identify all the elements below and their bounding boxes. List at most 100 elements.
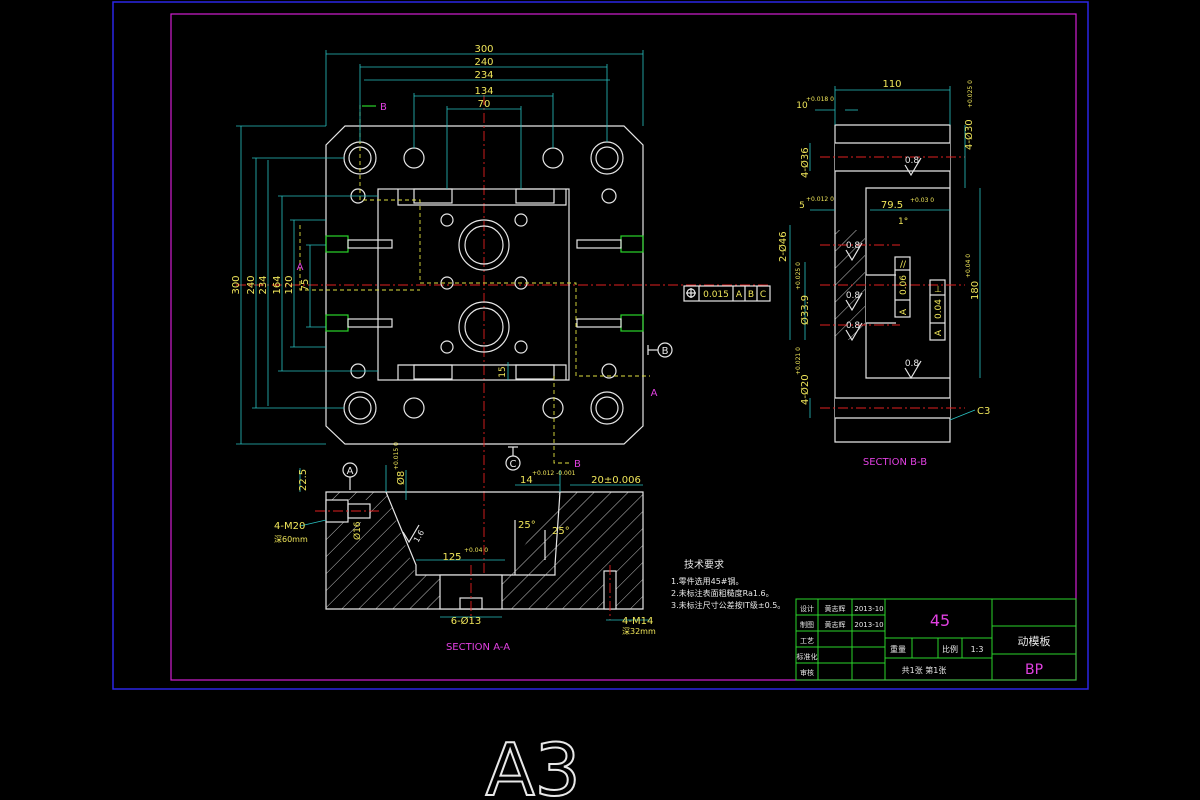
- bb-dim-4phi30: 4-Ø30: [963, 119, 975, 150]
- return-pin-hole: [542, 397, 564, 419]
- bb-angle-1: 1°: [898, 217, 908, 227]
- technical-notes: 技术要求 1.零件选用45#钢。 2.未标注表面粗糙度Ra1.6。 3.未标注尺…: [671, 558, 785, 610]
- dim-240-left: 240: [246, 275, 257, 294]
- ejector-hole: [440, 213, 454, 227]
- aa-dim-20: 20±0.006: [591, 475, 641, 486]
- dim-234-left: 234: [258, 275, 269, 294]
- section-bb-label: SECTION B-B: [863, 457, 927, 468]
- cooling-fitting: [325, 235, 349, 253]
- dim-234-top: 234: [474, 70, 493, 81]
- section-aa-label: SECTION A-A: [446, 642, 510, 653]
- dim-240-top: 240: [474, 57, 493, 68]
- svg-text:0.8: 0.8: [846, 321, 861, 331]
- tb-scale-value: 1:3: [971, 645, 984, 654]
- tb-material: 45: [930, 611, 950, 630]
- aa-dim-225: 22.5: [298, 469, 309, 491]
- return-pin-hole: [542, 147, 564, 169]
- ejector-hole: [514, 340, 528, 354]
- left-dim-lines: [236, 125, 378, 445]
- guide-bushing-hole-inner: [595, 146, 619, 170]
- tb-role-1: 设计: [800, 604, 814, 613]
- bb-dim-10: 10: [796, 101, 808, 111]
- position-datum-c: C: [760, 290, 766, 300]
- position-datum-b: B: [748, 290, 754, 300]
- pocket-step-bottom: [397, 364, 567, 380]
- position-tol-value: 0.015: [703, 290, 729, 300]
- notes-item-1: 1.零件选用45#钢。: [671, 576, 744, 586]
- aa-section-outline: [325, 491, 644, 610]
- aa-section-body: [326, 492, 643, 609]
- section-path-line: [553, 376, 570, 464]
- datum-c-symbol: C: [505, 446, 521, 471]
- svg-text:0.8: 0.8: [905, 359, 920, 369]
- notes-item-2: 2.未标注表面粗糙度Ra1.6。: [671, 588, 774, 598]
- tb-role-3: 工艺: [800, 637, 814, 645]
- sheet-border: [112, 1, 1089, 690]
- position-datum-a: A: [736, 290, 743, 300]
- bb-tol-795: +0.03 0: [910, 197, 934, 204]
- bb-dim-5: 5: [799, 201, 805, 211]
- dim-300-top: 300: [474, 44, 493, 55]
- marker-b-top: B: [380, 102, 387, 113]
- marker-a-left: A: [297, 262, 304, 273]
- bb-core-hole: [866, 275, 896, 323]
- slot-top-left: [413, 188, 453, 204]
- core-hole-top-inner: [464, 225, 504, 265]
- return-pin-hole: [403, 397, 425, 419]
- aa-tol-125: +0.04 0: [464, 547, 488, 554]
- top-view: 300 240 234 134 70 300 240 234 164 120 7…: [231, 44, 770, 610]
- svg-text:0.8: 0.8: [846, 291, 861, 301]
- section-path-line: [359, 105, 650, 377]
- bb-tol-phi339: +0.025 0: [795, 262, 802, 290]
- cooling-fitting: [325, 314, 349, 332]
- svg-text://: //: [900, 260, 907, 270]
- marker-b-bottom: B: [574, 459, 581, 470]
- dim-75-left: 75: [300, 279, 311, 292]
- aa-tol-phi8: +0.015 0: [393, 442, 400, 470]
- dim-134-top: 134: [474, 86, 493, 97]
- slot-top-right: [515, 188, 555, 204]
- position-tolerance-frame: 0.015 A B C: [683, 285, 771, 302]
- bb-dim-795: 79.5: [881, 200, 903, 211]
- svg-text:0.06: 0.06: [899, 275, 909, 295]
- cooling-channel: [576, 239, 622, 249]
- section-bb-view: 110 10 +0.018 0 4-Ø30 +0.025 0 4-Ø36 5 +…: [777, 79, 990, 468]
- bb-tol-4phi30: +0.025 0: [967, 80, 974, 108]
- core-hole-bottom: [458, 301, 510, 353]
- tb-role-5: 审核: [800, 668, 814, 677]
- aa-dim-phi16: Ø16: [352, 521, 363, 540]
- bb-tol-10: +0.018 0: [806, 96, 834, 103]
- cooling-channel: [576, 318, 622, 328]
- bb-dim-phi339: Ø33.9: [799, 295, 811, 325]
- section-path-line: [299, 225, 420, 291]
- bb-dim-110: 110: [882, 79, 901, 90]
- bb-dim-180: 180: [970, 281, 981, 300]
- bb-dim-4phi20: 4-Ø20: [799, 374, 811, 405]
- tb-scale-label: 比例: [942, 644, 958, 654]
- title-block: 设计 黄志辉 2013-10 制图 黄志辉 2013-10 工艺 标准化 审核 …: [795, 598, 1077, 681]
- bb-dim-4phi36: 4-Ø36: [799, 147, 811, 178]
- aa-dim-125: 125: [442, 552, 461, 563]
- aa-angle-25b: 25°: [552, 526, 570, 537]
- bb-dim-lines: [789, 86, 981, 421]
- aa-tol-14: +0.012 -0.001: [532, 470, 576, 477]
- screw-hole: [601, 363, 617, 379]
- dim-15: 15: [498, 366, 508, 377]
- aa-depth-m14: 深32mm: [622, 627, 656, 636]
- slot-bottom-right: [515, 364, 555, 380]
- dim-70-top: 70: [478, 99, 491, 110]
- dim-164-left: 164: [272, 275, 283, 294]
- bb-tol-4phi20: +0.021 0: [795, 347, 802, 375]
- tb-weight-label: 重量: [890, 644, 906, 654]
- svg-text:A: A: [899, 308, 909, 315]
- svg-text:0.04: 0.04: [934, 299, 944, 319]
- svg-text:0.8: 0.8: [905, 156, 920, 166]
- svg-text:A: A: [347, 466, 354, 477]
- svg-text:1.6: 1.6: [412, 528, 426, 544]
- svg-text:C: C: [510, 459, 517, 470]
- svg-text:B: B: [662, 346, 669, 357]
- aa-thread-m20: 4-M20: [274, 521, 305, 532]
- sheet-size-label: A3: [485, 728, 580, 800]
- tb-part-code: BP: [1025, 662, 1043, 678]
- slot-bottom-left: [413, 364, 453, 380]
